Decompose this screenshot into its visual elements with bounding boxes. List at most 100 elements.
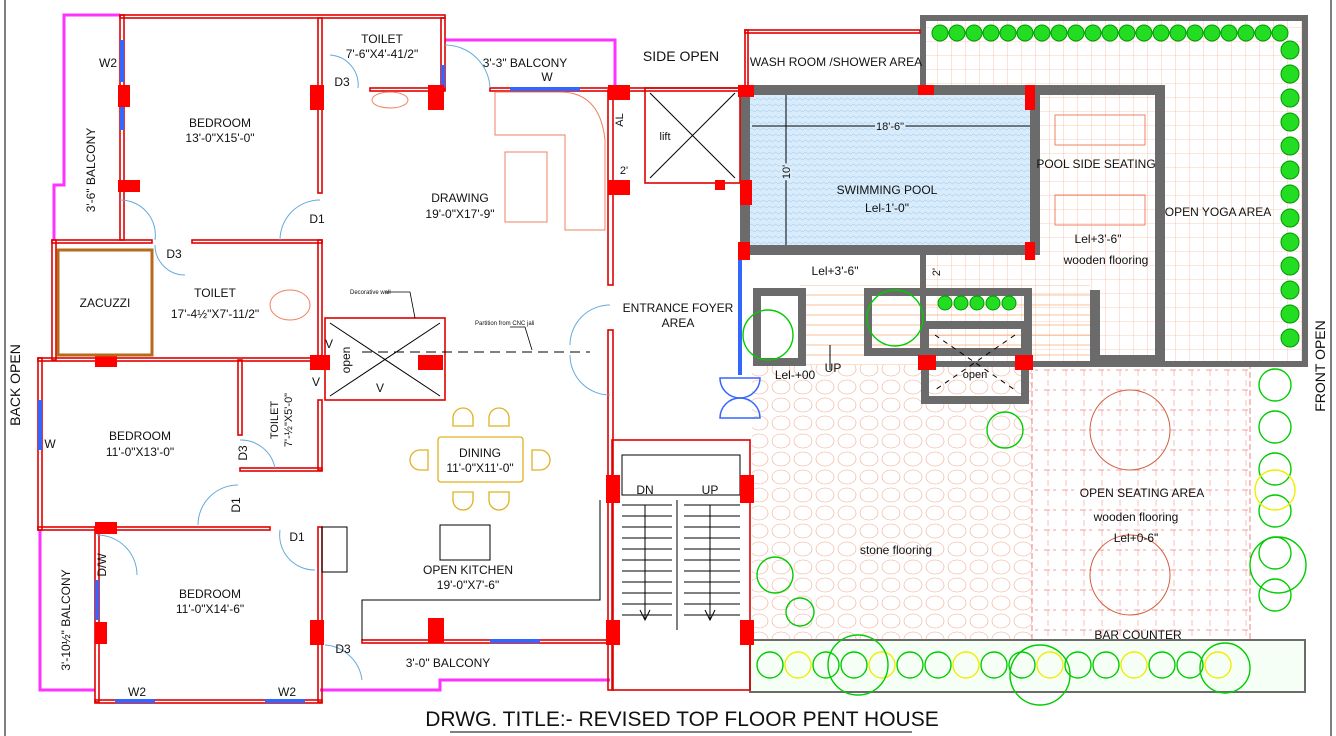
wash-room-label: WASH ROOM /SHOWER AREA <box>750 55 922 69</box>
tree-icon <box>980 651 1008 679</box>
window-tag-w: W <box>541 70 553 84</box>
toilet2-label: TOILET <box>194 286 236 300</box>
pool-side-label: POOL SIDE SEATING <box>1036 157 1155 171</box>
shrub-icon <box>931 24 949 42</box>
pool-side-wall <box>1035 85 1165 365</box>
open-seating-area <box>1031 364 1251 641</box>
tree-icon <box>784 651 812 679</box>
shrub-icon <box>1118 24 1136 42</box>
foyer-label-line1: ENTRANCE FOYER <box>623 301 734 315</box>
shrub-icon <box>1186 24 1204 42</box>
tree-icon <box>866 289 924 347</box>
swimming-pool <box>740 85 1040 255</box>
shrub-icon <box>1135 24 1153 42</box>
bedroom1-label: BEDROOM <box>189 116 251 130</box>
bedroom1-size: 13'-0"X15'-0" <box>185 131 254 145</box>
shrub-icon <box>1280 160 1300 180</box>
al-label: AL <box>614 113 626 126</box>
open-seating-label: OPEN SEATING AREA <box>1080 486 1204 500</box>
tree-icon <box>1258 578 1292 612</box>
dining-set <box>409 407 551 511</box>
columns <box>95 85 1035 645</box>
partition-leader <box>510 326 533 351</box>
kitchen-counter <box>361 500 601 640</box>
shrub-icon <box>1280 64 1300 84</box>
window-tag-w2: W2 <box>128 685 146 699</box>
toilet1-label: TOILET <box>361 32 403 46</box>
shrub-icon <box>1280 88 1300 108</box>
tree-icon <box>1249 536 1307 594</box>
tree-icon <box>1258 536 1292 570</box>
door-tag-d1: D1 <box>309 212 325 226</box>
tree-icon <box>1092 651 1120 679</box>
shrub-icon <box>1280 40 1300 60</box>
tree-icon <box>1009 644 1071 706</box>
pool-level: Lel-1'-0" <box>865 201 909 215</box>
pool-side-level: Lel+3'-6" <box>1075 232 1122 246</box>
window-tag-w2: W2 <box>278 685 296 699</box>
shrub-icon <box>1280 232 1300 252</box>
outdoor-tables <box>1089 389 1171 616</box>
al-width: 2' <box>620 165 628 177</box>
hedge-trees <box>742 24 1307 706</box>
shrub-icon <box>1016 24 1034 42</box>
shrub-icon <box>1280 136 1300 156</box>
bedroom2-label: BEDROOM <box>109 429 171 443</box>
stone-flooring-label: stone flooring <box>860 543 932 557</box>
pool-label: SWIMMING POOL <box>837 183 938 197</box>
shrub-icon <box>953 295 969 311</box>
tree-icon <box>1176 651 1204 679</box>
tree-icon <box>756 556 794 594</box>
tree-icon <box>840 651 868 679</box>
entry-steps <box>719 377 761 419</box>
shrub-icon <box>1237 24 1255 42</box>
tree-icon <box>896 651 924 679</box>
door-tag-d3: D3 <box>334 75 350 89</box>
shrub-icon <box>1101 24 1119 42</box>
stair-treads <box>622 500 740 630</box>
dining-size: 11'-0"X11'-0" <box>446 461 513 475</box>
shrub-icon <box>1280 328 1300 348</box>
pool-side-floor: wooden flooring <box>1063 253 1149 267</box>
door-tag-d1: D1 <box>229 497 243 513</box>
shrub-icon <box>1280 256 1300 276</box>
pool-loungers <box>1054 114 1146 226</box>
shrub-icon <box>965 24 983 42</box>
shrub-icon <box>982 24 1000 42</box>
toilet3-label: TOILET <box>269 401 281 440</box>
shrub-icon <box>1280 280 1300 300</box>
balcony-left-label: 3'-6" BALCONY <box>84 128 98 213</box>
tree-icon <box>1258 494 1292 528</box>
shrub-icon <box>969 295 985 311</box>
tree-icon <box>986 411 1024 449</box>
shrub-icon <box>1067 24 1085 42</box>
planter-left <box>753 288 806 366</box>
shrub-icon <box>1152 24 1170 42</box>
shrub-icon <box>1220 24 1238 42</box>
shrub-icon <box>948 24 966 42</box>
open-court-cross <box>934 334 1016 391</box>
dining-label: DINING <box>459 446 501 460</box>
bedroom3-label: BEDROOM <box>179 587 241 601</box>
tree-icon <box>1008 651 1036 679</box>
pool-length: 18'-6" <box>876 121 904 133</box>
door-tag-d1: D1 <box>289 530 305 544</box>
tree-icon <box>756 651 784 679</box>
toilet3-size: 7'-½"X5'-0" <box>283 393 295 447</box>
side-open-label: SIDE OPEN <box>643 48 719 64</box>
shrub-icon <box>985 295 1001 311</box>
foyer-label-line2: AREA <box>662 316 695 330</box>
open-seating-level: Lel+0-6" <box>1114 531 1159 545</box>
window-tag-w: W <box>44 437 56 451</box>
shrub-icon <box>1271 24 1289 42</box>
tree-icon <box>1258 410 1292 444</box>
shrub-icon <box>1280 112 1300 132</box>
tree-icon <box>812 651 840 679</box>
drawing-room-label: DRAWING <box>431 191 489 205</box>
shrub-icon <box>1280 304 1300 324</box>
zacuzzi-tub <box>56 248 154 357</box>
shrub-icon <box>1033 24 1051 42</box>
door-swings <box>96 44 611 681</box>
tree-icon <box>827 634 889 696</box>
tree-icon <box>1204 651 1232 679</box>
